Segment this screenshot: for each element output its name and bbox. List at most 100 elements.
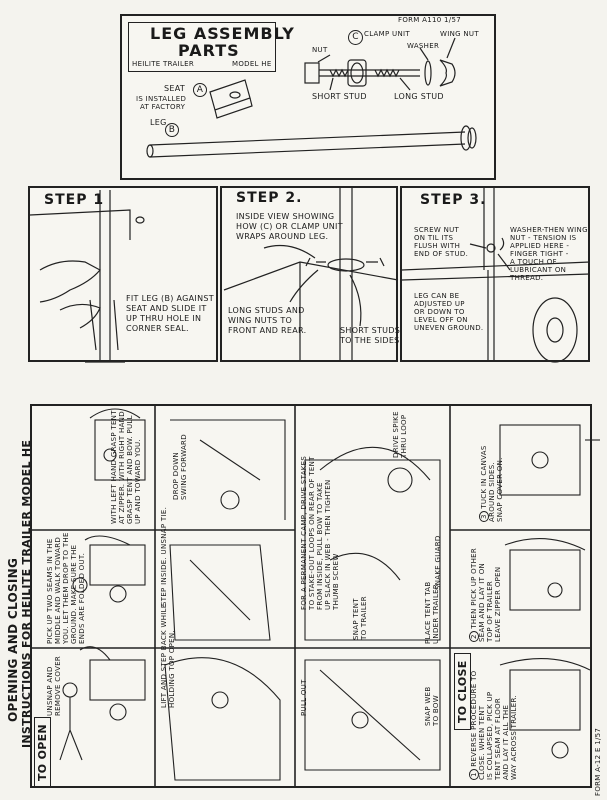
panel-line: ENDS ARE FOLDED OUT. <box>78 552 86 644</box>
form-number: FORM A110 1/57 <box>398 16 461 24</box>
long-stud-label: LONG STUD <box>394 92 444 101</box>
step2-title: STEP 2. <box>236 190 303 206</box>
step2-note-line: SHORT STUDS <box>340 326 401 335</box>
step1-title: STEP 1 <box>44 192 105 208</box>
seat-note-1: IS INSTALLED <box>136 95 187 103</box>
parts-title-line2: PARTS <box>178 41 240 60</box>
step3-note-leg: LEG CAN BE ADJUSTED UP OR DOWN TO LEVEL … <box>414 292 483 332</box>
parts-title-line1: LEG ASSEMBLY <box>150 24 295 43</box>
seat-label: SEAT <box>164 84 185 94</box>
open-panel-1-text: UNSNAP AND REMOVE COVER <box>46 656 62 716</box>
open-close-title-1: OPENING AND CLOSING <box>6 557 20 722</box>
seat-letter: A <box>193 83 207 97</box>
panel-line: TENT SEAM AT FLOOR <box>494 697 502 780</box>
panel-line: TOP OF TRAILER <box>486 580 494 642</box>
panel-line: FOR A PERMANENT CAMP, DRIVE STAKES <box>300 455 308 610</box>
step3-note-line: ADJUSTED UP <box>414 300 465 308</box>
open-panel-2-text: LIFT AND STEP BACK WHILE HOLDING TOP OPE… <box>160 603 176 708</box>
panel-line: UP AND TOWARD YOU. <box>134 439 142 524</box>
panel-line: AROUND SIDES. <box>488 461 496 522</box>
step3-note-line: LEVEL OFF ON <box>414 316 468 324</box>
step3-note-line: FLUSH WITH <box>414 242 461 250</box>
step2-line: INSIDE VIEW SHOWING <box>236 212 335 221</box>
step2-line: WRAPS AROUND LEG. <box>236 232 329 241</box>
leg-label: LEG <box>150 118 167 127</box>
panel-line: LIFT AND STEP BACK WHILE <box>160 603 168 708</box>
clamp-label: CLAMP UNIT <box>364 30 410 38</box>
seat-note-2: AT FACTORY <box>140 103 186 111</box>
close-panel-3-text: 3 TUCK IN CANVAS AROUND SIDES. SNAP COVE… <box>479 445 504 522</box>
panel-line: WAY ACROSS TRAILER. <box>510 695 518 780</box>
step3-note-line: LUBRICANT ON <box>510 266 567 274</box>
panel-line: 1 REVERSE PROCEDURE TO <box>469 671 479 780</box>
step3-note-line: APPLIED HERE - <box>510 242 570 250</box>
short-stud-label: SHORT STUD <box>312 92 367 101</box>
panel-line: MIDDLE AND WALK TOWARD <box>54 536 62 644</box>
panel-line: THUMB SCREW <box>332 553 340 610</box>
open-close-title-2: INSTRUCTIONS FOR HEILITE TRAILER MODEL H… <box>20 439 33 748</box>
open-panel-8-snap: SNAP TENT TO TRAILER <box>352 596 368 640</box>
form-number-text: FORM A110 <box>398 16 442 24</box>
panel-line: 2 THEN PICK UP OTHER <box>469 548 479 642</box>
panel-line: AND LAY IT ALL THE <box>502 704 510 780</box>
panel-line: SNAP COVER ON. <box>496 457 504 522</box>
open-panel-3-text: PICK UP TWO SEAMS IN THE MIDDLE AND WALK… <box>46 532 86 644</box>
open-panel-6-text: DROP DOWN SWING FORWARD <box>172 434 188 500</box>
leg-letter: B <box>165 123 179 137</box>
panel-line: AT ZIPPER. WITH RIGHT HAND <box>118 411 126 524</box>
panel-line: THRU LOOP <box>400 414 408 458</box>
panel-line: UP SLACK IN WEB - THEN TIGHTEN <box>324 479 332 610</box>
panel-line: DRIVE SPIKE <box>392 411 400 458</box>
panel-line: 3 TUCK IN CANVAS <box>479 445 489 522</box>
panel-line: SNAP TENT <box>352 598 360 640</box>
panel-line: STEP INSIDE. UNSNAP TIE. <box>160 506 168 606</box>
panel-line: PULL OUT <box>300 679 308 716</box>
open-panel-8-place: PLACE TENT TAB UNDER TRAILER <box>424 582 440 644</box>
step2-note-line: WING NUTS TO <box>228 316 293 325</box>
step2-note-right: SHORT STUDS TO THE SIDES <box>340 326 400 346</box>
close-panel-2-text: 2 THEN PICK UP OTHER SEAM AND LAY IT ON … <box>469 548 502 642</box>
panel-line: FROM INSIDE, PULL BOW TO TAKE <box>316 482 324 610</box>
step3-note-line: ON TIL ITS <box>414 234 454 242</box>
step3-note-line: SCREW NUT <box>414 226 460 234</box>
step2-line: HOW (C) OR CLAMP UNIT <box>236 222 343 231</box>
step1-line: SEAT AND SLIDE IT <box>126 304 207 313</box>
step3-title: STEP 3. <box>420 192 487 208</box>
step3-note-screw: SCREW NUT ON TIL ITS FLUSH WITH END OF S… <box>414 226 468 258</box>
step3-note-washer: WASHER-THEN WING NUT - TENSION IS APPLIE… <box>510 226 588 282</box>
panel-line: CLOSE. WHEN TENT <box>478 705 486 780</box>
step3-note-line: UNEVEN GROUND. <box>414 324 484 332</box>
panel-line: GROUND. MAKE SURE THE <box>70 544 78 644</box>
nut-label: NUT <box>312 46 328 54</box>
wing-nut-label: WING NUT <box>440 30 479 38</box>
seat-label-text: SEAT <box>164 84 186 93</box>
to-close-label: TO CLOSE <box>454 653 471 730</box>
panel-line: WITH LEFT HAND GRASP TENT <box>110 410 118 524</box>
washer-label: WASHER <box>407 42 440 50</box>
panel-line: HOLDING TOP OPEN. <box>168 630 176 708</box>
panel-line: IS COLLAPSED, PICK UP <box>486 691 494 780</box>
open-panel-5-text: WITH LEFT HAND GRASP TENT AT ZIPPER. WIT… <box>110 410 142 524</box>
step2-note-line: TO THE SIDES <box>340 336 400 345</box>
step1-line: UP THRU HOLE IN <box>126 314 202 323</box>
panel-line: TO BOW <box>432 695 440 726</box>
step1-panel <box>28 186 218 362</box>
step3-note-line: A TOUCH OF <box>510 258 557 266</box>
panel-line: UNSNAP AND <box>46 666 54 716</box>
panel-line: SEAM AND LAY IT ON <box>478 562 486 642</box>
panel-line: LEAVE ZIPPER OPEN <box>494 566 502 642</box>
step3-note-line: END OF STUD. <box>414 250 469 258</box>
panel-line-text: TUCK IN CANVAS <box>480 445 488 509</box>
open-panel-7-note: SNAP WEB TO BOW <box>424 687 440 726</box>
open-panel-8-drive: DRIVE SPIKE THRU LOOP <box>392 411 408 458</box>
step3-note-line: NUT - TENSION IS <box>510 234 577 242</box>
step3-note-line: WASHER-THEN WING <box>510 226 588 234</box>
panel-line: PLACE TENT TAB <box>424 581 432 644</box>
open-panel-8-text: FOR A PERMANENT CAMP, DRIVE STAKES TO ST… <box>300 456 340 610</box>
panel-line: PICK UP TWO SEAMS IN THE <box>46 538 54 644</box>
step2-note-line: FRONT AND REAR. <box>228 326 307 335</box>
panel-line: REMOVE COVER <box>54 655 62 716</box>
step1-line: FIT LEG (B) AGAINST <box>126 294 214 303</box>
parts-title-box <box>128 22 276 72</box>
footer-form: FORM A-12 E 1/57 <box>594 727 602 796</box>
